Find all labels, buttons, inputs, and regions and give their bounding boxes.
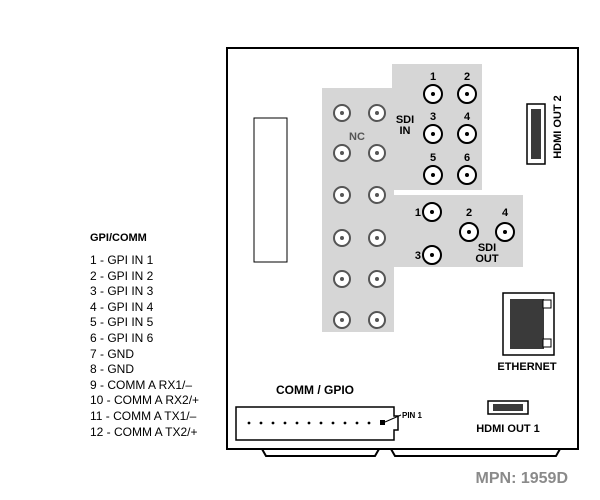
sdi-out-port-label: 4 — [502, 207, 509, 219]
mpn-label: MPN: 1959D — [476, 470, 568, 487]
gpio-pin — [283, 421, 287, 425]
comm-gpio-connector — [235, 406, 399, 441]
ethernet-label: ETHERNET — [497, 361, 557, 373]
sdi-in-port-label: 6 — [464, 152, 470, 164]
hdmi-out-1-slot — [493, 404, 523, 411]
pin-1-label: PIN 1 — [402, 411, 423, 420]
nc-bnc-pin — [375, 193, 379, 197]
legend-item: 9 - COMM A RX1/– — [90, 377, 193, 392]
edge-connector-left — [261, 448, 380, 457]
legend-item: 3 - GPI IN 3 — [90, 284, 154, 299]
legend-item: 11 - COMM A TX1/– — [90, 408, 197, 423]
gpio-pin — [319, 421, 323, 425]
sdi-in-bnc-pin — [465, 173, 469, 177]
sdi-in-bnc-pin — [431, 173, 435, 177]
gpio-pin-row — [247, 421, 371, 425]
legend-item: 10 - COMM A RX2/+ — [90, 393, 200, 408]
sdi-in-port-label: 5 — [430, 152, 436, 164]
sdi-out-port-label: 2 — [466, 207, 472, 219]
legend-list: 1 - GPI IN 1 2 - GPI IN 2 3 - GPI IN 3 4… — [90, 253, 199, 440]
gpio-pin — [259, 421, 263, 425]
legend-item: 7 - GND — [90, 346, 135, 361]
pin-1-marker — [380, 420, 385, 425]
gpio-pin — [247, 421, 251, 425]
sdi-out-port-label: 1 — [415, 207, 421, 219]
legend-item: 2 - GPI IN 2 — [90, 268, 154, 283]
legend-item: 1 - GPI IN 1 — [90, 253, 154, 267]
sdi-out-port-label: 3 — [415, 250, 421, 262]
gpio-pin — [271, 421, 275, 425]
gpio-pin — [367, 421, 371, 425]
pin-1-leader-line — [384, 414, 402, 423]
sdi-in-port-label: 2 — [464, 71, 470, 83]
ethernet-led-icon — [542, 299, 552, 309]
sdi-in-port-label: 1 — [430, 71, 436, 83]
sdi-in-bnc-pin — [431, 132, 435, 136]
legend-item: 12 - COMM A TX2/+ — [90, 424, 198, 439]
nc-label: NC — [349, 131, 365, 143]
legend-item: 5 - GPI IN 5 — [90, 315, 154, 330]
sdi-out-bnc-pin — [467, 230, 471, 234]
gpio-pin — [307, 421, 311, 425]
hdmi-out-2-slot — [531, 109, 541, 159]
ethernet-jack — [510, 299, 544, 349]
sdi-out-label-line1: SDI — [478, 242, 496, 254]
sdi-out-bnc-pin — [430, 210, 434, 214]
ethernet-led-icon — [542, 338, 552, 348]
sdi-in-label-line2: IN — [400, 125, 411, 137]
nc-bnc-pin — [340, 277, 344, 281]
sdi-out-connectors: 1 2 4 3 — [415, 202, 515, 265]
nc-connector-group — [333, 104, 386, 329]
legend-item: 6 - GPI IN 6 — [90, 330, 154, 345]
nc-bnc-pin — [340, 318, 344, 322]
nc-bnc-pin — [340, 111, 344, 115]
sdi-in-port-label: 4 — [464, 111, 471, 123]
sdi-in-bnc-pin — [465, 92, 469, 96]
nc-bnc-pin — [375, 151, 379, 155]
edge-connector-right — [390, 448, 561, 457]
sdi-out-bnc-pin — [503, 230, 507, 234]
nc-bnc-pin — [340, 151, 344, 155]
hdmi-out-1-label: HDMI OUT 1 — [476, 423, 540, 435]
gpio-pin — [295, 421, 299, 425]
gpio-pin — [343, 421, 347, 425]
nc-bnc-pin — [375, 236, 379, 240]
comm-gpio-label: COMM / GPIO — [276, 383, 354, 397]
sdi-out-label-line2: OUT — [475, 253, 499, 265]
legend-title: GPI/COMM — [90, 232, 147, 244]
sdi-in-bnc-pin — [431, 92, 435, 96]
nc-bnc-pin — [340, 236, 344, 240]
sdi-in-port-label: 3 — [430, 111, 436, 123]
nc-bnc-pin — [375, 111, 379, 115]
hdmi-out-2-label: HDMI OUT 2 — [552, 95, 564, 159]
blank-module — [253, 117, 288, 263]
sdi-in-label-line1: SDI — [396, 114, 414, 126]
legend-item: 4 - GPI IN 4 — [90, 299, 154, 314]
gpio-pin — [331, 421, 335, 425]
gpio-pin — [355, 421, 359, 425]
nc-panel — [322, 88, 394, 332]
nc-bnc-pin — [375, 277, 379, 281]
nc-bnc-pin — [340, 193, 344, 197]
sdi-in-bnc-pin — [465, 132, 469, 136]
sdi-in-connectors: 1 2 3 4 5 6 — [423, 71, 477, 185]
nc-bnc-pin — [375, 318, 379, 322]
legend-item: 8 - GND — [90, 362, 135, 377]
sdi-out-bnc-pin — [430, 253, 434, 257]
